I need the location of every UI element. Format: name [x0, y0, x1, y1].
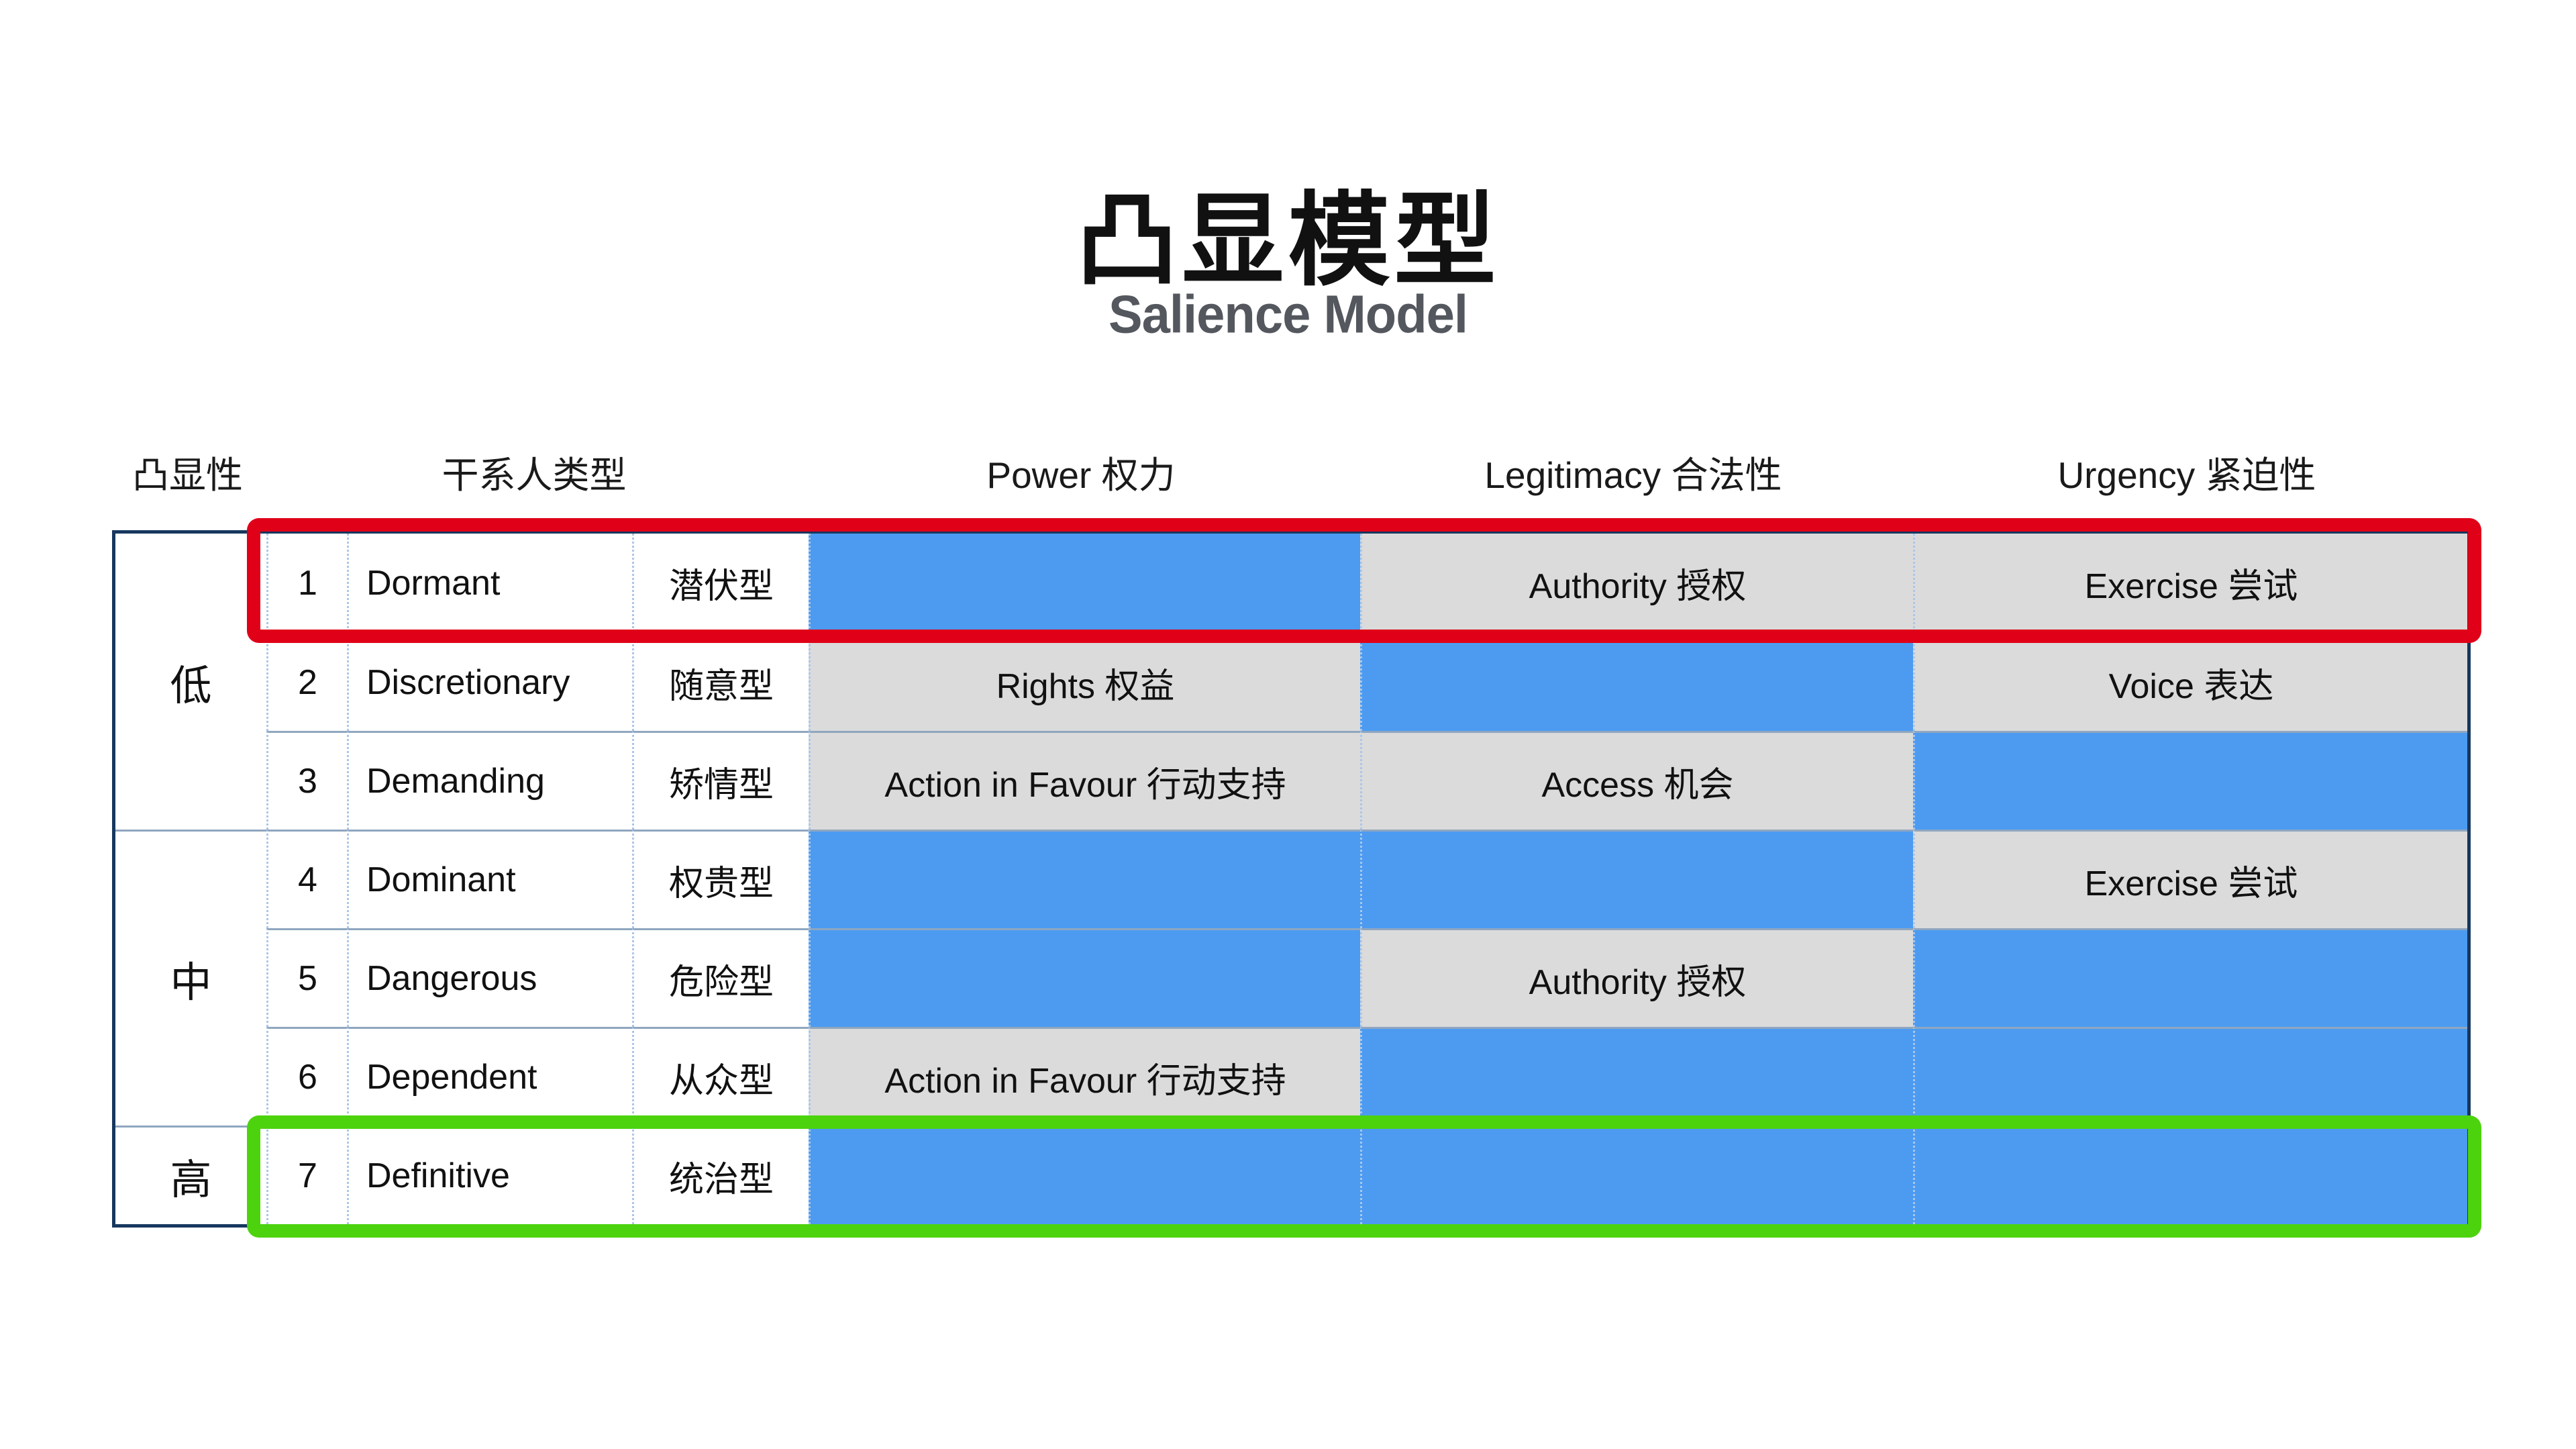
- page-title: 凸显模型: [1076, 184, 1500, 298]
- cell-dependent-urgency: [1913, 1027, 2467, 1126]
- stakeholder-type-zh: 随意型: [632, 632, 809, 731]
- header-power: Power 权力: [986, 454, 1176, 496]
- stakeholder-name: Dominant: [347, 830, 632, 928]
- header-salience: 凸显性: [132, 454, 243, 496]
- cell-definitive-urgency: [1913, 1126, 2467, 1224]
- row-number: 3: [266, 731, 347, 830]
- salience-level-mid: 中: [115, 830, 266, 1126]
- cell-demanding-urgency: [1913, 731, 2467, 830]
- stakeholder-name: Definitive: [347, 1126, 632, 1224]
- cell-discretionary-power: Rights 权益: [809, 632, 1360, 731]
- cell-demanding-power: Action in Favour 行动支持: [809, 731, 1360, 830]
- stakeholder-name: Discretionary: [347, 632, 632, 731]
- cell-definitive-power: [809, 1126, 1360, 1224]
- row-number: 6: [266, 1027, 347, 1126]
- stakeholder-name: Dormant: [347, 534, 632, 632]
- cell-dependent-legitimacy: [1360, 1027, 1913, 1126]
- stakeholder-name: Dependent: [347, 1027, 632, 1126]
- page-subtitle: Salience Model: [1108, 284, 1468, 345]
- cell-dependent-power: Action in Favour 行动支持: [809, 1027, 1360, 1126]
- salience-level-high: 高: [115, 1126, 266, 1224]
- cell-dormant-urgency: Exercise 尝试: [1913, 534, 2467, 632]
- stakeholder-type-zh: 统治型: [632, 1126, 809, 1224]
- stakeholder-name: Demanding: [347, 731, 632, 830]
- salience-table: 低 中 高 1 Dormant 潜伏型 Authority 授权 Exercis…: [112, 530, 2471, 1228]
- cell-discretionary-legitimacy: [1360, 632, 1913, 731]
- row-number: 4: [266, 830, 347, 928]
- cell-dormant-legitimacy: Authority 授权: [1360, 534, 1913, 632]
- stakeholder-type-zh: 潜伏型: [632, 534, 809, 632]
- header-legitimacy: Legitimacy 合法性: [1484, 454, 1782, 496]
- cell-dangerous-urgency: [1913, 928, 2467, 1027]
- row-number: 2: [266, 632, 347, 731]
- cell-discretionary-urgency: Voice 表达: [1913, 632, 2467, 731]
- cell-dominant-power: [809, 830, 1360, 928]
- cell-demanding-legitimacy: Access 机会: [1360, 731, 1913, 830]
- cell-definitive-legitimacy: [1360, 1126, 1913, 1224]
- stakeholder-name: Dangerous: [347, 928, 632, 1027]
- cell-dominant-legitimacy: [1360, 830, 1913, 928]
- row-number: 1: [266, 534, 347, 632]
- stakeholder-type-zh: 从众型: [632, 1027, 809, 1126]
- stakeholder-type-zh: 矫情型: [632, 731, 809, 830]
- stakeholder-type-zh: 权贵型: [632, 830, 809, 928]
- header-stakeholder-type: 干系人类型: [442, 454, 627, 496]
- row-number: 7: [266, 1126, 347, 1224]
- stakeholder-type-zh: 危险型: [632, 928, 809, 1027]
- header-urgency: Urgency 紧迫性: [2057, 454, 2316, 496]
- salience-level-low: 低: [115, 534, 266, 830]
- cell-dominant-urgency: Exercise 尝试: [1913, 830, 2467, 928]
- row-number: 5: [266, 928, 347, 1027]
- cell-dangerous-legitimacy: Authority 授权: [1360, 928, 1913, 1027]
- cell-dormant-power: [809, 534, 1360, 632]
- cell-dangerous-power: [809, 928, 1360, 1027]
- table-header-row: 凸显性 干系人类型 Power 权力 Legitimacy 合法性 Urgenc…: [112, 421, 2464, 522]
